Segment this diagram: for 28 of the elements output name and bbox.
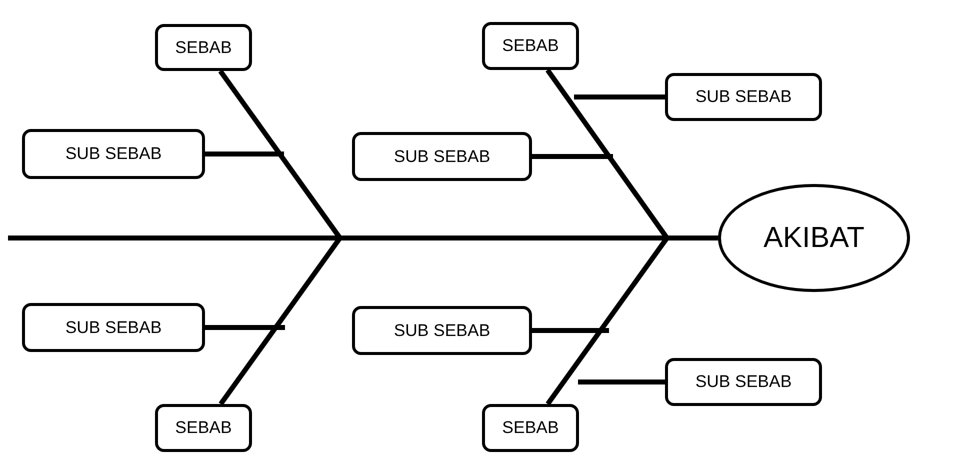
node-label: SUB SEBAB <box>394 146 490 166</box>
node-label: SEBAB <box>502 36 559 56</box>
cause-box <box>352 132 532 181</box>
node-label: SUB SEBAB <box>65 318 162 338</box>
cause-box <box>482 404 579 452</box>
cause-box <box>22 129 205 179</box>
node-label: SEBAB <box>502 418 559 438</box>
node-label: SUB SEBAB <box>695 372 792 392</box>
bone-line <box>578 380 665 384</box>
node-label: SUB SEBAB <box>394 320 490 340</box>
cause-box <box>665 73 822 121</box>
cause-box <box>155 404 252 452</box>
cause-box <box>665 358 822 406</box>
bone-line <box>532 154 613 159</box>
cause-box <box>155 24 252 71</box>
node-label: SUB SEBAB <box>65 144 162 164</box>
cause-box <box>352 306 532 355</box>
bone-line <box>205 152 284 156</box>
bone-line <box>532 328 609 333</box>
cause-box <box>22 303 205 352</box>
bone-line <box>574 94 665 100</box>
spine-line <box>8 236 718 240</box>
node-label: SEBAB <box>175 418 232 438</box>
bone-line <box>205 325 285 330</box>
cause-box <box>482 22 579 70</box>
node-label: SUB SEBAB <box>695 87 792 107</box>
node-label: AKIBAT <box>764 222 864 254</box>
node-label: SEBAB <box>175 38 232 58</box>
